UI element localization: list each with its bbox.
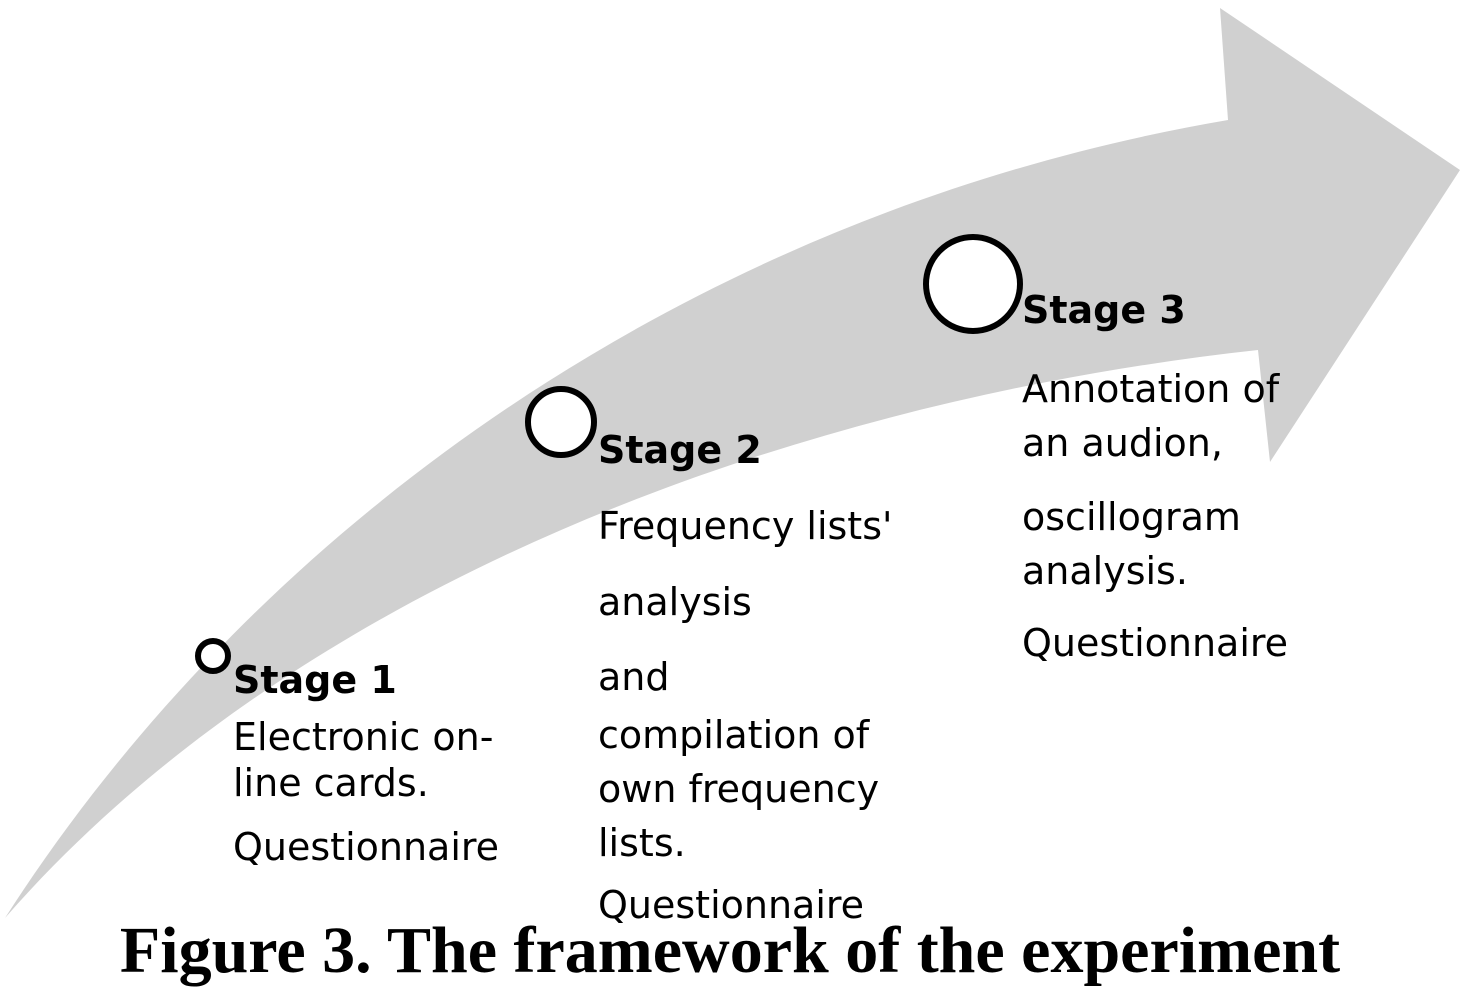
stage-2-block: Stage 2 Frequency lists' analysis and co… (598, 428, 892, 940)
stage-1-line-1: Electronic on- (233, 715, 494, 759)
stage-1-title: Stage 1 (233, 658, 397, 702)
stage-2-line-3: and (598, 655, 670, 699)
stage-3-line-4: analysis. (1022, 549, 1188, 593)
stage-3-line-3: oscillogram (1022, 495, 1241, 539)
stage-2-line-4: compilation of (598, 713, 870, 757)
stage-3-title: Stage 3 (1022, 288, 1186, 332)
stage-2-line-2: analysis (598, 580, 752, 624)
stage-2-line-6: lists. (598, 821, 686, 865)
stage-2-marker (525, 386, 597, 458)
stage-2-line-7: Questionnaire (598, 883, 865, 927)
figure-caption: Figure 3. The framework of the experimen… (119, 914, 1341, 987)
stage-1-block: Stage 1 Electronic on- line cards. Quest… (233, 658, 499, 870)
stage-1-line-3: Questionnaire (233, 825, 500, 869)
curved-arrow-diagram (5, 8, 1460, 918)
stage-1-marker (195, 638, 231, 674)
stage-3-marker (923, 234, 1023, 334)
stage-1-line-2: line cards. (233, 761, 429, 805)
stage-2-line-5: own frequency (598, 767, 880, 811)
stage-2-line-1: Frequency lists' (598, 504, 893, 548)
stage-3-line-2: an audion, (1022, 421, 1223, 465)
curved-progress-arrow (5, 8, 1460, 918)
stage-3-line-5: Questionnaire (1022, 621, 1289, 665)
stage-2-title: Stage 2 (598, 428, 762, 472)
stage-3-block: Stage 3 Annotation of an audion, oscillo… (1022, 288, 1288, 670)
stage-3-line-1: Annotation of (1022, 367, 1280, 411)
